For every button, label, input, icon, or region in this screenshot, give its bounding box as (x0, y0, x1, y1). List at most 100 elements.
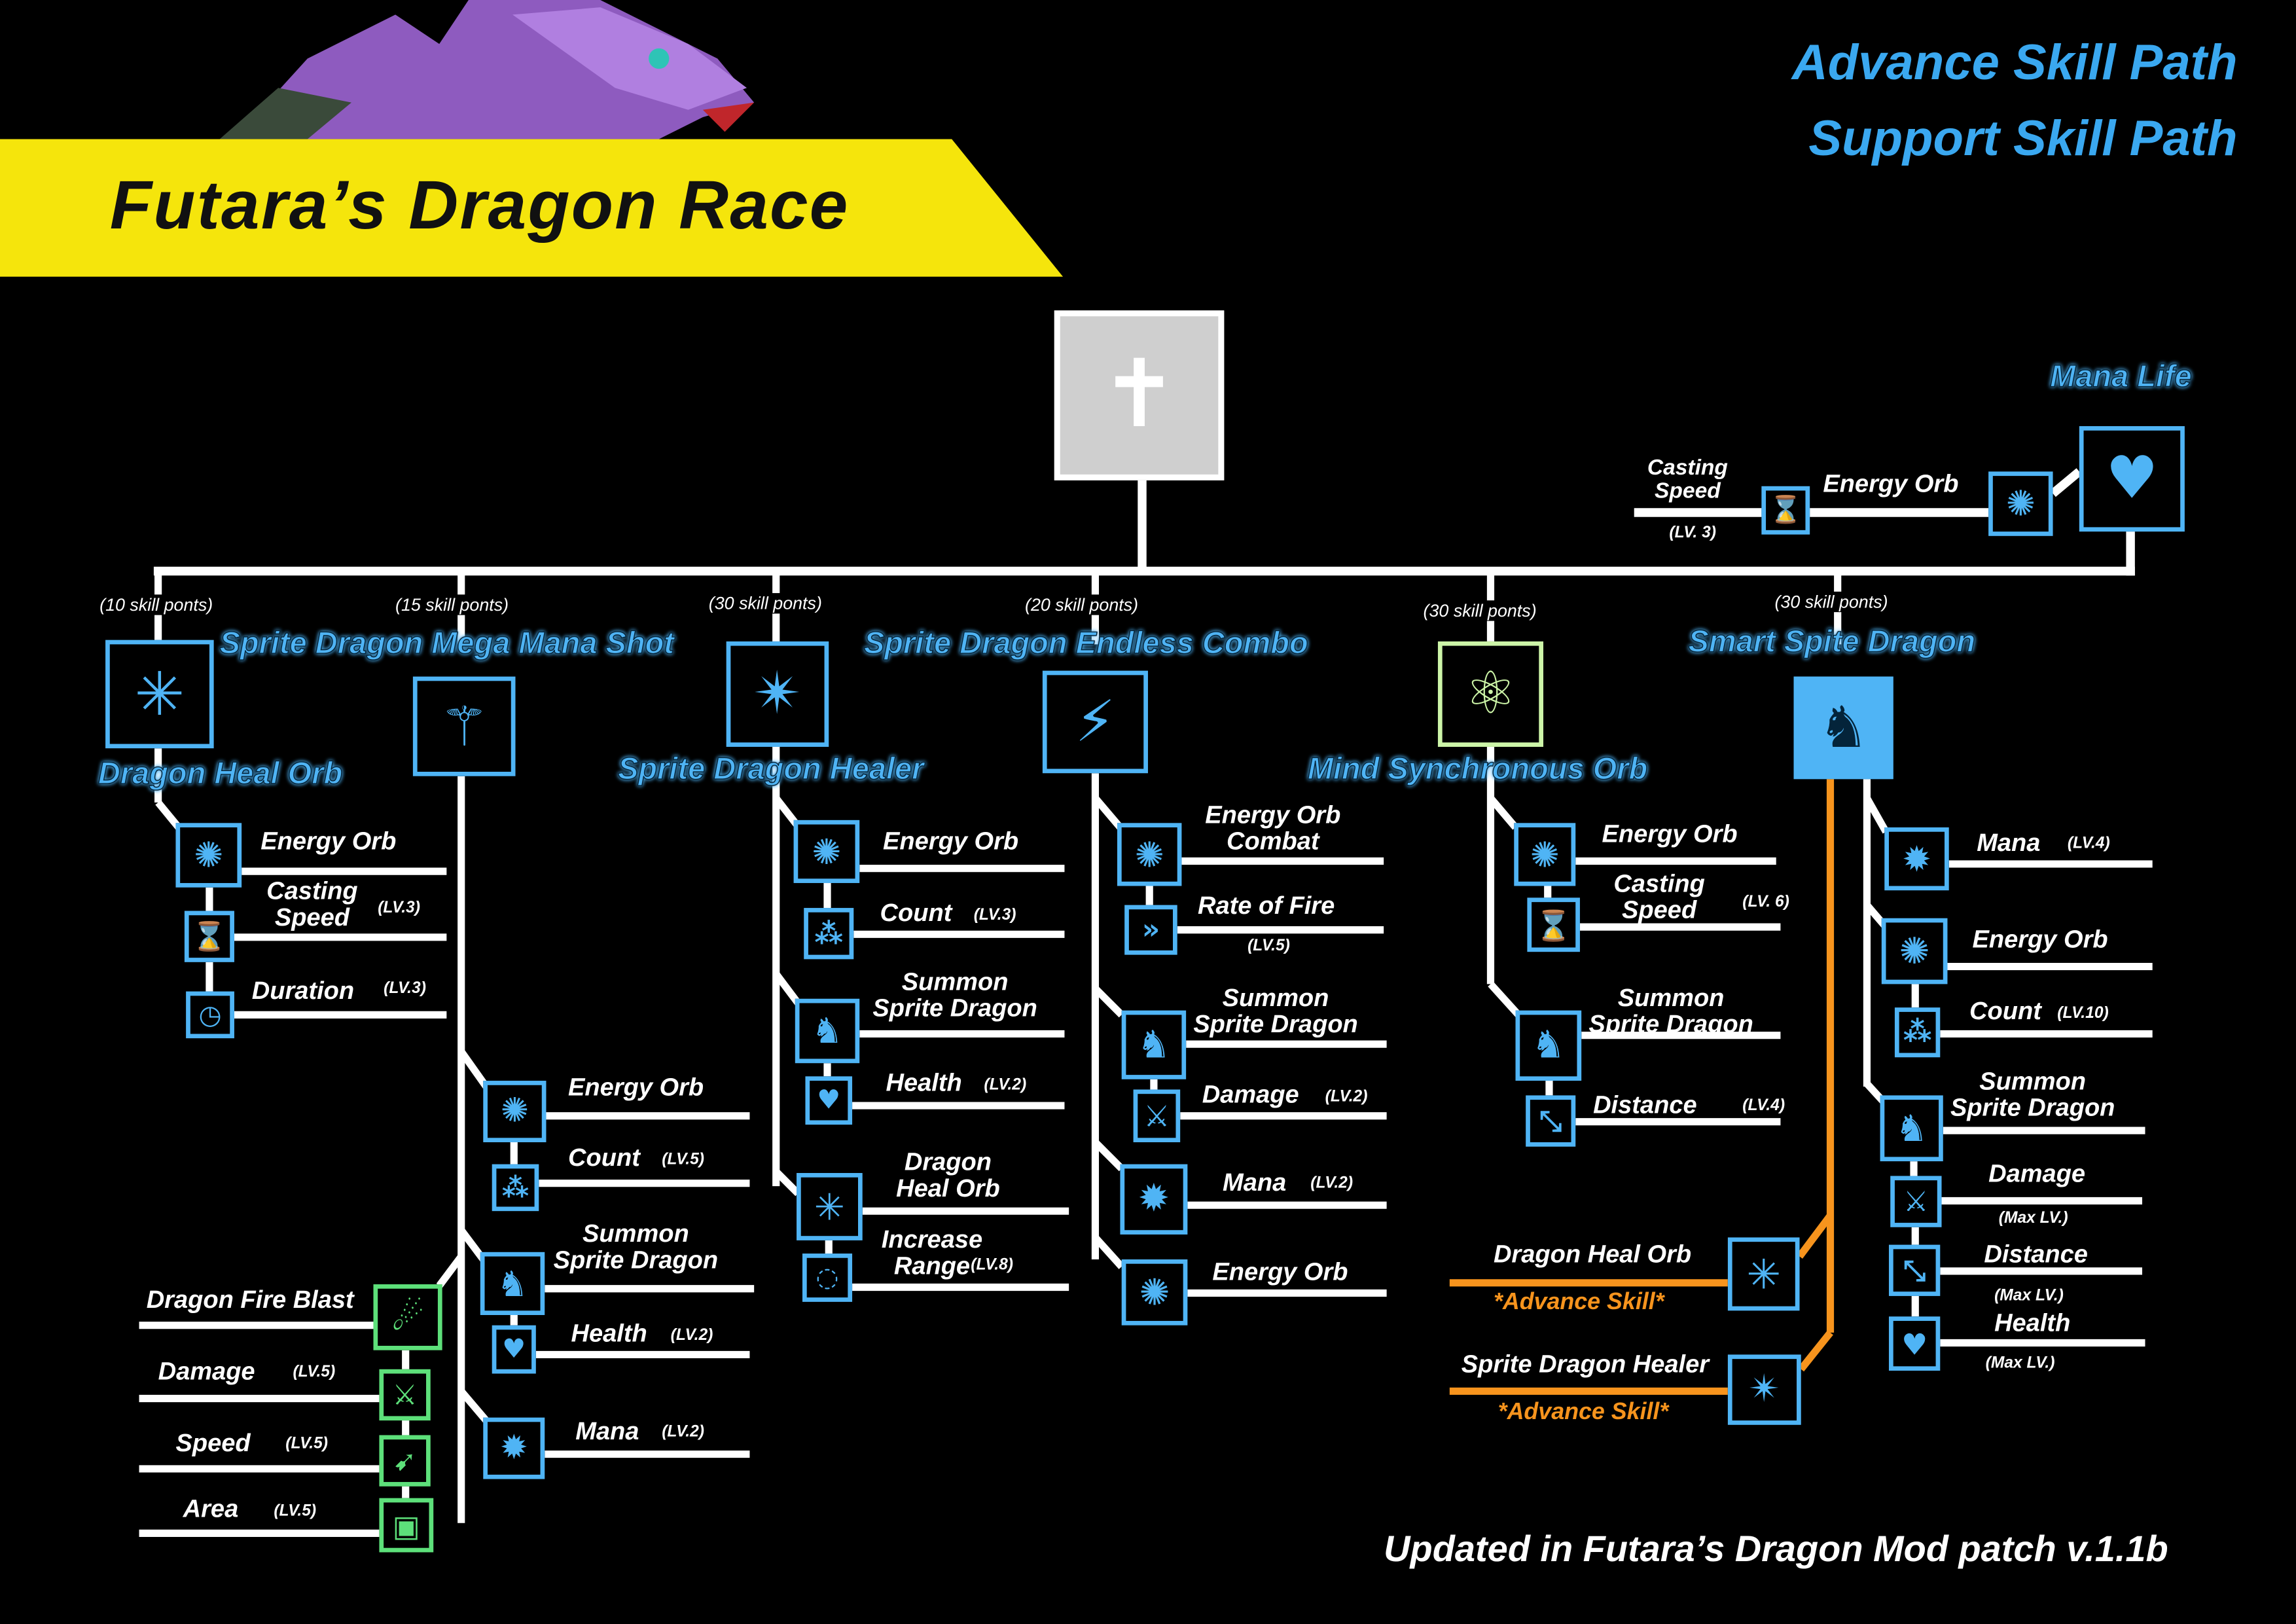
skill-label: Summon Sprite Dragon (872, 967, 1037, 1022)
branch-line (1863, 796, 1890, 834)
skill-level: (LV.3) (384, 979, 426, 998)
energy-orb-icon[interactable]: ✺ (1121, 1259, 1188, 1326)
skill-label: Count (880, 899, 952, 928)
branch-line (458, 1388, 490, 1423)
sprite-dragon-icon[interactable]: ♞ (480, 1252, 545, 1316)
branch-line (1092, 986, 1124, 1018)
skill-label: Summon Sprite Dragon (1588, 984, 1753, 1039)
rate-of-fire-icon[interactable]: » (1124, 905, 1177, 955)
heart-icon[interactable]: ♥ (2079, 426, 2185, 532)
skill-level: (Max LV.) (1998, 1209, 2068, 1227)
mana-icon[interactable]: ✹ (1884, 827, 1949, 891)
skill-level: (LV.2) (662, 1423, 704, 1441)
mega-mana-shot-icon[interactable]: ⚚ (412, 676, 516, 776)
skill-point-cost: (15 skill ponts) (392, 594, 512, 615)
skill-level: (Max LV.) (1985, 1354, 2055, 1373)
mind-orb-icon[interactable]: ⚛ (1437, 641, 1544, 747)
skill-level: (LV. 6) (1742, 893, 1789, 911)
sprite-dragon-icon[interactable]: ♞ (1880, 1095, 1943, 1162)
energy-orb-icon[interactable]: ✺ (1881, 918, 1948, 984)
skill-level: (LV.5) (274, 1502, 317, 1521)
skill-level: (LV.2) (670, 1326, 713, 1344)
mana-icon[interactable]: ✹ (483, 1417, 545, 1479)
casting-speed-icon[interactable]: ⌛ (1761, 486, 1810, 535)
skill-label: Area (183, 1495, 239, 1523)
legend-support-skill-path: Support Skill Path (1808, 111, 2238, 168)
advance-skill-label: Sprite Dragon Healer (1461, 1350, 1710, 1379)
branch-line (1488, 795, 1518, 830)
skill-label: Distance (1984, 1240, 2088, 1269)
casting-speed-icon[interactable]: ⌛ (1527, 897, 1580, 952)
dragon-healer-icon[interactable]: ✴ (1727, 1354, 1801, 1425)
skill-name: Mind Synchronous Orb (1307, 752, 1648, 787)
advance-skill-line (1798, 1330, 1833, 1372)
energy-orb-icon[interactable]: ✺ (1988, 471, 2053, 536)
skill-label: Damage (1202, 1081, 1299, 1109)
skill-label: Damage (158, 1357, 255, 1386)
skill-level: (LV.5) (662, 1151, 704, 1169)
casting-speed-icon[interactable]: ⌛ (184, 911, 234, 962)
skill-label: Summon Sprite Dragon (553, 1219, 719, 1274)
skill-level: (LV.2) (1310, 1174, 1354, 1193)
skill-label: Count (1969, 997, 2041, 1026)
skill-level: (LV.5) (1247, 937, 1290, 955)
sprite-dragon-icon[interactable]: ♞ (1515, 1010, 1582, 1081)
branch-line (773, 1168, 801, 1197)
count-icon[interactable]: ⁂ (492, 1164, 539, 1212)
range-icon[interactable]: ◌ (802, 1254, 853, 1302)
heart-icon[interactable]: ♥ (805, 1076, 853, 1125)
advance-skill-label: Dragon Heal Orb (1493, 1240, 1692, 1269)
duration-icon[interactable]: ◷ (186, 991, 234, 1039)
skill-level: (LV.3) (973, 906, 1016, 924)
skill-point-cost: (10 skill ponts) (96, 594, 216, 615)
skill-point-cost: (30 skill ponts) (1420, 600, 1540, 621)
energy-orb-icon[interactable]: ✺ (1514, 823, 1576, 886)
mana-icon[interactable]: ✹ (1120, 1164, 1188, 1235)
skill-label: Casting Speed (1613, 869, 1705, 924)
heal-orb-icon[interactable]: ✳ (797, 1172, 863, 1240)
skill-label: Energy Orb (1602, 820, 1738, 848)
damage-icon[interactable]: ⚔ (1890, 1176, 1942, 1227)
branch-line (436, 1254, 465, 1288)
heal-orb-icon[interactable]: ✳ (105, 640, 214, 749)
skill-level: (LV.4) (1742, 1096, 1785, 1115)
fire-blast-icon[interactable]: ☄ (373, 1284, 442, 1350)
damage-icon[interactable]: ⚔ (1133, 1089, 1181, 1143)
smart-dragon-icon[interactable]: ♞ (1793, 676, 1893, 780)
energy-orb-icon[interactable]: ✺ (175, 823, 242, 888)
dragon-mascot-image (219, 0, 755, 139)
energy-orb-icon[interactable]: ✺ (483, 1081, 547, 1143)
distance-icon[interactable]: ⤡ (1888, 1244, 1941, 1296)
skill-label: Mana (1223, 1168, 1287, 1197)
dragon-healer-icon[interactable]: ✴ (726, 641, 829, 747)
speed-icon[interactable]: ➹ (379, 1435, 431, 1487)
skill-label: Dragon Heal Orb (896, 1147, 1000, 1202)
skill-level: (LV.2) (1325, 1088, 1368, 1106)
sprite-dragon-icon[interactable]: ♞ (1121, 1010, 1187, 1079)
distance-icon[interactable]: ⤡ (1526, 1095, 1576, 1147)
heart-icon[interactable]: ♥ (1888, 1316, 1941, 1371)
skill-name: Smart Spite Dragon (1688, 625, 1976, 660)
heart-icon[interactable]: ♥ (492, 1325, 536, 1374)
branch-line (773, 971, 801, 1005)
energy-orb-icon[interactable]: ✺ (793, 820, 860, 884)
branch-line (1092, 795, 1123, 830)
skill-label: Energy Orb (260, 827, 397, 856)
skill-label: Energy Orb Combat (1205, 801, 1341, 856)
count-icon[interactable]: ⁂ (804, 908, 854, 960)
endless-combo-icon[interactable]: ⚡ (1042, 670, 1148, 774)
skill-level: (LV. 3) (1669, 524, 1716, 542)
branch-line (1488, 981, 1522, 1018)
skill-label: Energy Orb (1212, 1257, 1348, 1286)
area-icon[interactable]: ▣ (379, 1498, 434, 1553)
cross-shield-icon[interactable]: ✝ (1054, 310, 1225, 480)
sprite-dragon-icon[interactable]: ♞ (795, 998, 860, 1064)
skill-point-cost: (30 skill ponts) (706, 593, 825, 614)
damage-icon[interactable]: ⚔ (379, 1369, 431, 1421)
count-icon[interactable]: ⁂ (1894, 1007, 1941, 1058)
heal-orb-icon[interactable]: ✳ (1727, 1237, 1800, 1311)
energy-orb-combat-icon[interactable]: ✺ (1117, 823, 1182, 886)
skill-name: Sprite Dragon Healer (617, 752, 924, 787)
skill-point-cost: (20 skill ponts) (1022, 594, 1141, 615)
